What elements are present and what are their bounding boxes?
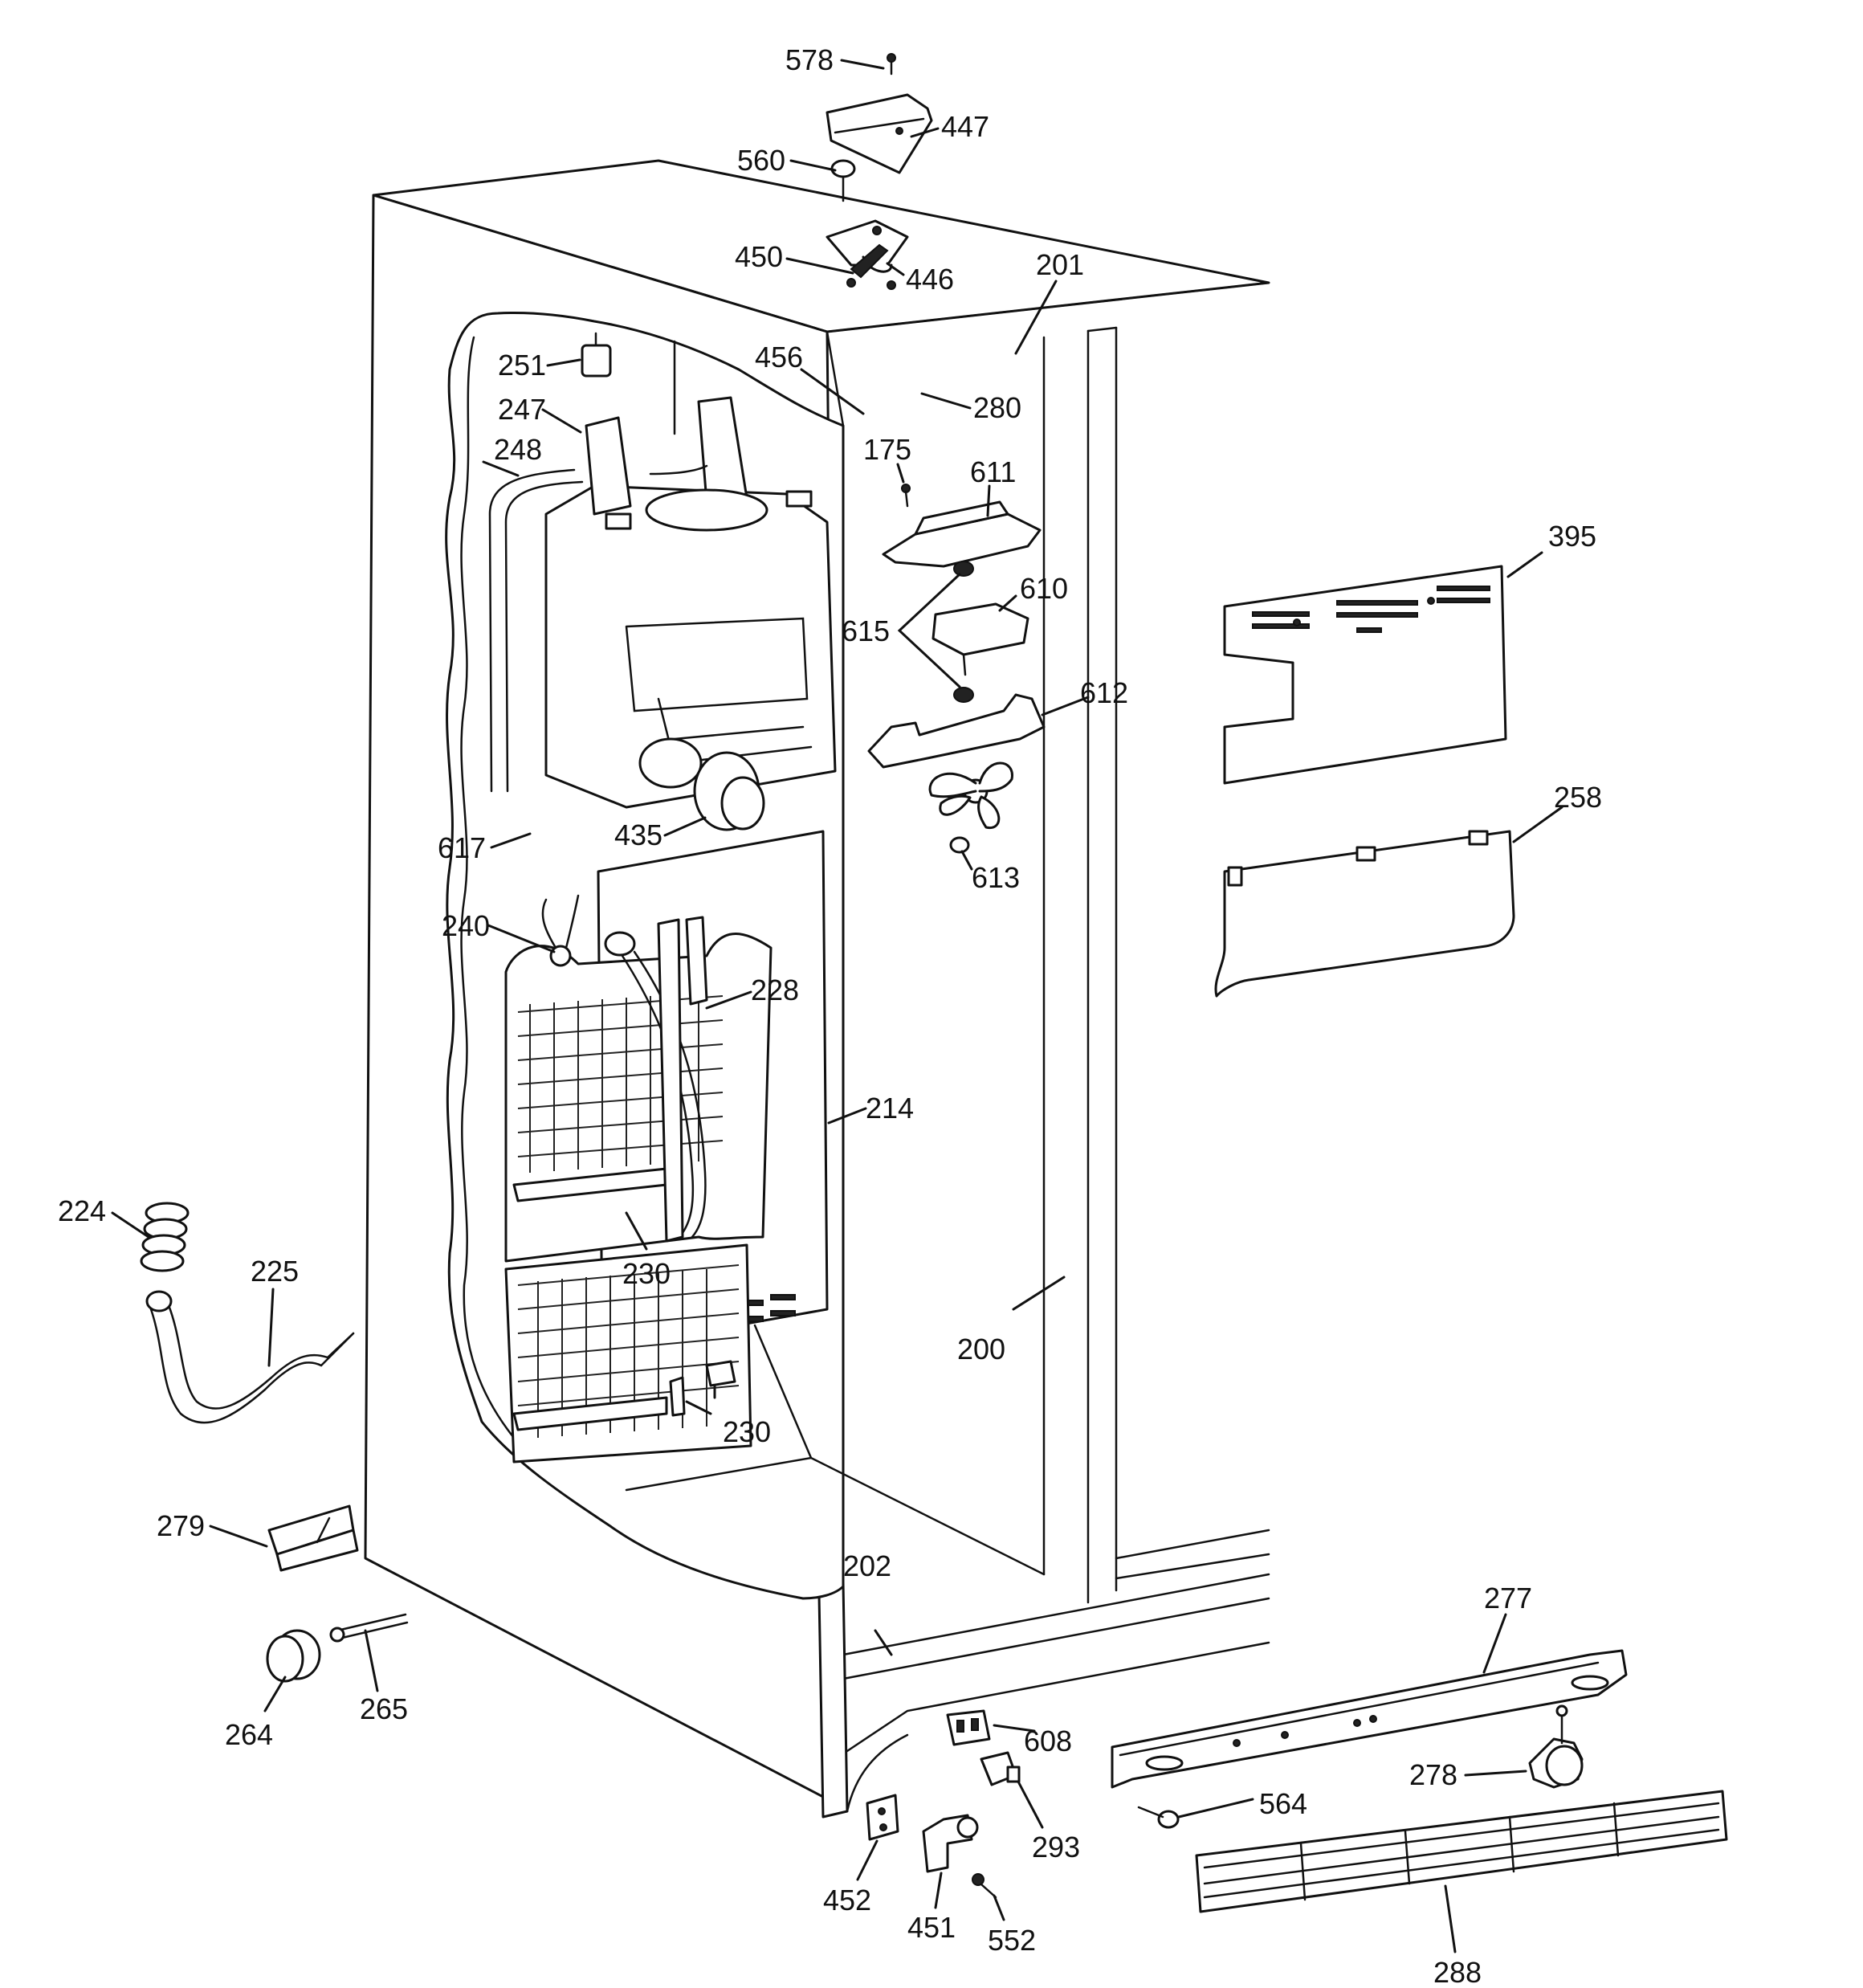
callout-278: 278 xyxy=(1409,1758,1457,1791)
callout-201: 201 xyxy=(1036,248,1084,281)
callout-175: 175 xyxy=(863,433,911,466)
callout-293: 293 xyxy=(1032,1831,1080,1863)
callout-265: 265 xyxy=(360,1692,408,1725)
callout-202: 202 xyxy=(843,1549,891,1582)
callout-247: 247 xyxy=(498,393,546,426)
callout-552: 552 xyxy=(988,1924,1036,1957)
callout-240: 240 xyxy=(442,909,490,942)
fan-blade-613 xyxy=(928,761,1013,854)
callout-279: 279 xyxy=(157,1509,205,1542)
callout-435: 435 xyxy=(614,818,662,851)
leader-lines xyxy=(111,59,1563,1953)
callout-288: 288 xyxy=(1433,1956,1482,1988)
bracket-279 xyxy=(267,1504,359,1572)
callout-200: 200 xyxy=(957,1333,1005,1365)
callout-248: 248 xyxy=(494,433,542,466)
thermostat-251 xyxy=(581,332,612,378)
access-panel-395 xyxy=(1223,565,1507,785)
evaporator-brackets-230 xyxy=(669,1360,736,1417)
fan-motor-shroud-435 xyxy=(693,751,765,831)
water-tube-248 xyxy=(488,464,708,793)
callout-277: 277 xyxy=(1484,1582,1532,1614)
callout-612: 612 xyxy=(1080,676,1128,709)
defrost-terminator-240 xyxy=(541,894,580,967)
callout-264: 264 xyxy=(225,1718,273,1751)
callout-452: 452 xyxy=(823,1884,871,1917)
callout-230-upper: 230 xyxy=(622,1257,671,1290)
grommets-615 xyxy=(953,561,974,703)
defrost-heater-228 xyxy=(621,916,708,1243)
callout-450: 450 xyxy=(735,240,783,273)
screw-175 xyxy=(901,484,911,508)
callout-395: 395 xyxy=(1548,520,1596,553)
rail-277 xyxy=(1111,1649,1628,1789)
callout-578: 578 xyxy=(785,43,834,76)
callout-224: 224 xyxy=(58,1194,106,1227)
callout-560: 560 xyxy=(737,144,785,177)
hinge-shim-450 xyxy=(850,243,889,279)
callout-228: 228 xyxy=(751,974,799,1006)
callout-labels: 578 447 560 450 446 201 456 251 280 247 … xyxy=(58,43,1602,1988)
shelf-cover-258 xyxy=(1214,830,1515,998)
callout-615: 615 xyxy=(842,614,890,647)
callout-610: 610 xyxy=(1020,572,1068,605)
axle-265 xyxy=(329,1613,409,1643)
callout-230-lower: 230 xyxy=(723,1415,771,1448)
roller-assembly-278 xyxy=(1528,1704,1584,1789)
roller-264 xyxy=(266,1629,321,1683)
screw-578 xyxy=(887,53,896,76)
shim-452 xyxy=(866,1794,899,1841)
switch-293 xyxy=(980,1751,1021,1786)
ice-maker-housing-247 xyxy=(544,396,837,809)
callout-251: 251 xyxy=(498,349,546,382)
bracket-612 xyxy=(867,693,1046,769)
top-hinge-446 xyxy=(826,219,909,290)
callout-456: 456 xyxy=(755,341,803,374)
callout-214: 214 xyxy=(866,1092,914,1125)
callout-447: 447 xyxy=(941,110,989,143)
callout-451: 451 xyxy=(907,1911,956,1944)
callout-446: 446 xyxy=(906,263,954,296)
water-tube-225 xyxy=(145,1290,355,1424)
water-tube-nut-224 xyxy=(140,1202,190,1272)
screw-552 xyxy=(972,1873,997,1899)
hinge-screw-560 xyxy=(830,159,856,202)
callout-611: 611 xyxy=(970,455,1016,488)
callout-613: 613 xyxy=(972,861,1020,894)
callout-258: 258 xyxy=(1554,781,1602,814)
callout-225: 225 xyxy=(251,1255,299,1288)
bracket-611 xyxy=(882,500,1042,568)
heater-terminal xyxy=(604,931,636,957)
screw-564 xyxy=(1137,1806,1180,1829)
switch-608 xyxy=(946,1709,991,1746)
grille-288 xyxy=(1195,1790,1728,1913)
hinge-cover-447 xyxy=(826,93,933,174)
bottom-hinge-451 xyxy=(922,1814,979,1873)
callout-608: 608 xyxy=(1024,1725,1072,1757)
callout-280: 280 xyxy=(973,391,1021,424)
callout-617: 617 xyxy=(438,831,486,864)
callout-564: 564 xyxy=(1259,1787,1307,1820)
fan-motor-610 xyxy=(932,602,1029,676)
